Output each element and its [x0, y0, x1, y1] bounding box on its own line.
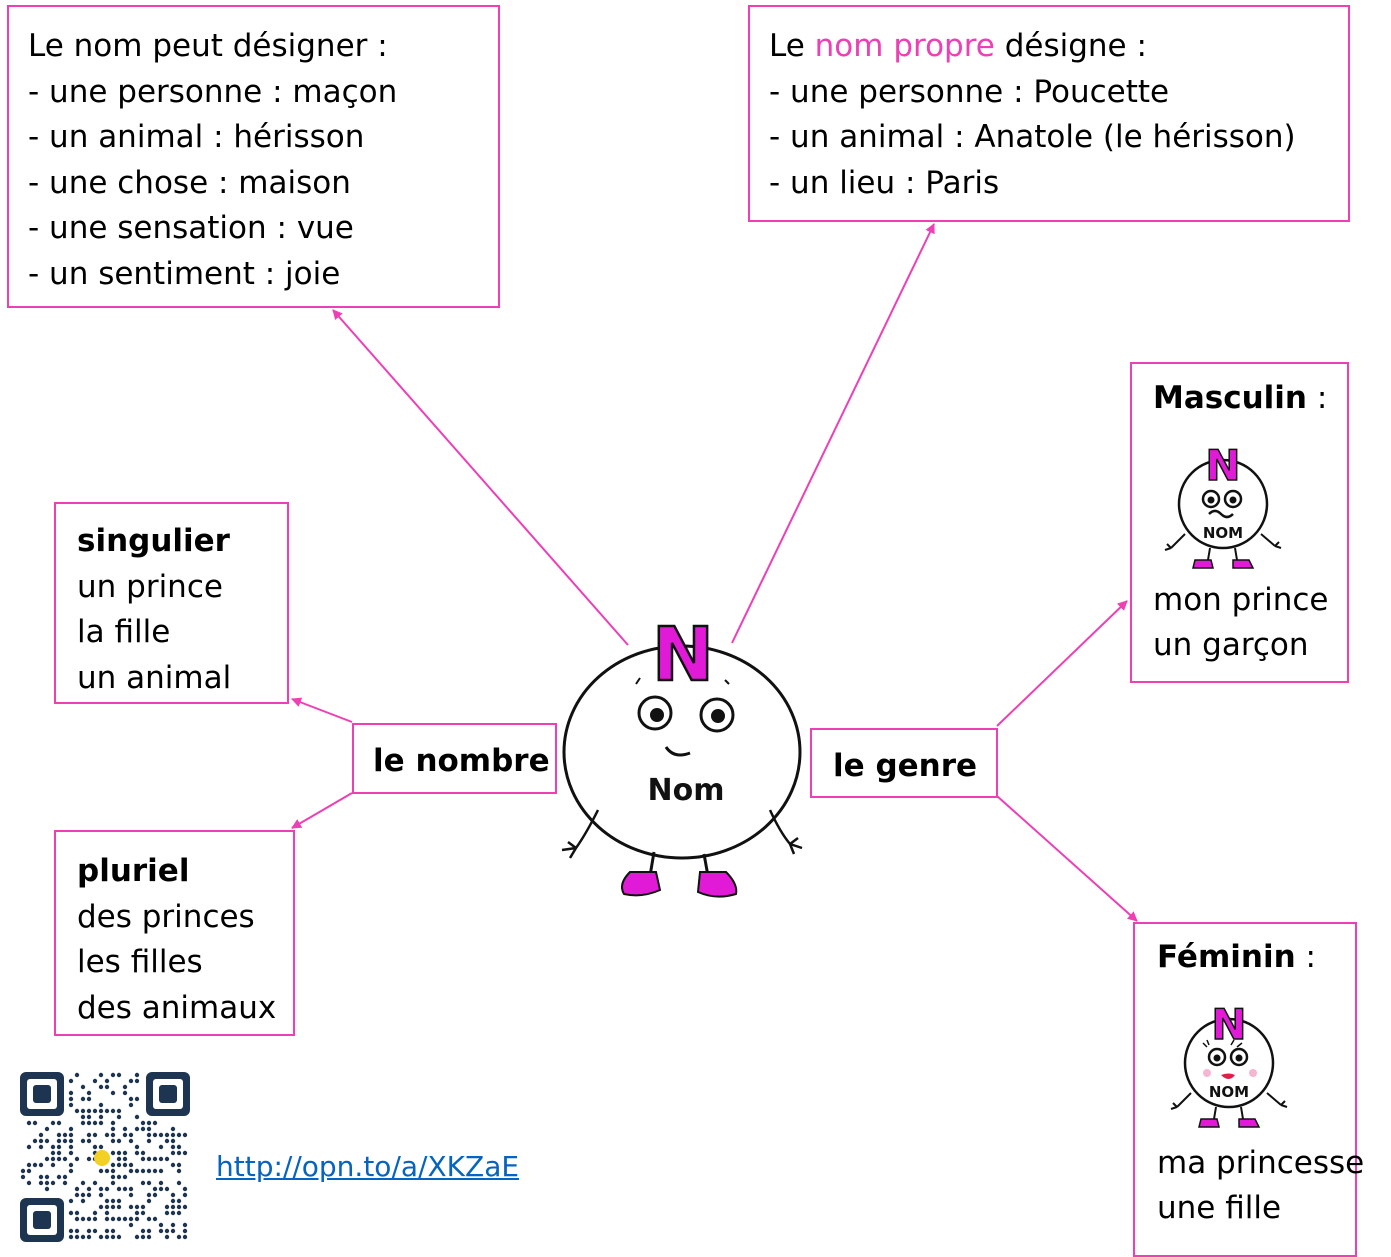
pluriel-example: des animaux [77, 989, 277, 1026]
masculin-letter: N [1205, 441, 1240, 490]
singulier-example: un prince [77, 568, 223, 605]
definition-box: Le nom peut désigner : - une personne : … [7, 5, 500, 308]
arrow-to-singulier [291, 697, 353, 723]
proper-noun-line: - un animal : Anatole (le hérisson) [769, 119, 1296, 155]
arrow-to-pluriel [291, 792, 353, 829]
pluriel-box: pluriel des princes les filles des anima… [54, 830, 295, 1036]
nom-character-icon: N Nom [561, 614, 803, 898]
definition-line: - une personne : maçon [28, 73, 398, 110]
proper-noun-suffix: désigne : [994, 28, 1147, 64]
definition-line: - un animal : hérisson [28, 119, 365, 155]
masculin-colon: : [1307, 380, 1328, 416]
feminin-heading: Féminin : [1157, 935, 1355, 981]
definition-line: - une chose : maison [28, 164, 351, 201]
feminin-figure-icon: N NOM [1170, 999, 1288, 1128]
feminin-colon: : [1295, 939, 1316, 975]
feminin-letter: N [1211, 1000, 1246, 1049]
masculin-example: un garçon [1153, 627, 1309, 663]
singulier-title: singulier [77, 523, 230, 559]
feminin-example: ma princesse [1157, 1144, 1365, 1181]
feminin-example: une fille [1157, 1190, 1282, 1226]
masculin-title: Masculin [1153, 380, 1307, 416]
genre-node: le genre [810, 728, 998, 798]
pluriel-title: pluriel [77, 853, 190, 889]
pluriel-example: les filles [77, 944, 203, 980]
feminin-title: Féminin [1157, 939, 1296, 975]
arrow-to-proper-noun [731, 223, 935, 644]
proper-noun-heading: Le nom propre désigne : [769, 24, 1348, 70]
arrow-to-feminin [996, 795, 1138, 922]
nombre-label: le nombre [373, 743, 550, 779]
masculin-figure-icon: N NOM [1164, 440, 1282, 569]
center-label: Nom [648, 773, 725, 808]
proper-noun-line: - une personne : Poucette [769, 73, 1170, 110]
definition-line: - un sentiment : joie [28, 255, 341, 292]
singulier-example: la fille [77, 614, 171, 650]
arrow-to-masculin [996, 600, 1128, 727]
proper-noun-highlight: nom propre [814, 28, 995, 64]
proper-noun-box: Le nom propre désigne : - une personne :… [748, 5, 1350, 222]
masculin-heading: Masculin : [1153, 376, 1347, 422]
masculin-example: mon prince [1153, 581, 1329, 618]
definition-line: Le nom peut désigner : [28, 28, 388, 64]
masculin-box: Masculin : N NOM mon prince un garçon [1130, 362, 1349, 683]
qr-code-icon [20, 1072, 190, 1242]
feminin-box: Féminin : N NOM ma princesse une fille [1133, 922, 1365, 1257]
singulier-box: singulier un prince la fille un animal [54, 502, 289, 704]
masculin-figure-text: NOM [1203, 524, 1243, 542]
definition-line: - une sensation : vue [28, 210, 354, 246]
center-letter: N [652, 614, 714, 698]
resource-link[interactable]: http://opn.to/a/XKZaE [216, 1150, 520, 1183]
genre-label: le genre [833, 748, 978, 784]
pluriel-example: des princes [77, 898, 255, 935]
nombre-node: le nombre [352, 723, 557, 794]
arrow-to-definition [332, 309, 629, 646]
singulier-example: un animal [77, 659, 232, 696]
proper-noun-line: - un lieu : Paris [769, 164, 1000, 201]
proper-noun-prefix: Le [769, 28, 815, 64]
feminin-figure-text: NOM [1209, 1083, 1249, 1101]
